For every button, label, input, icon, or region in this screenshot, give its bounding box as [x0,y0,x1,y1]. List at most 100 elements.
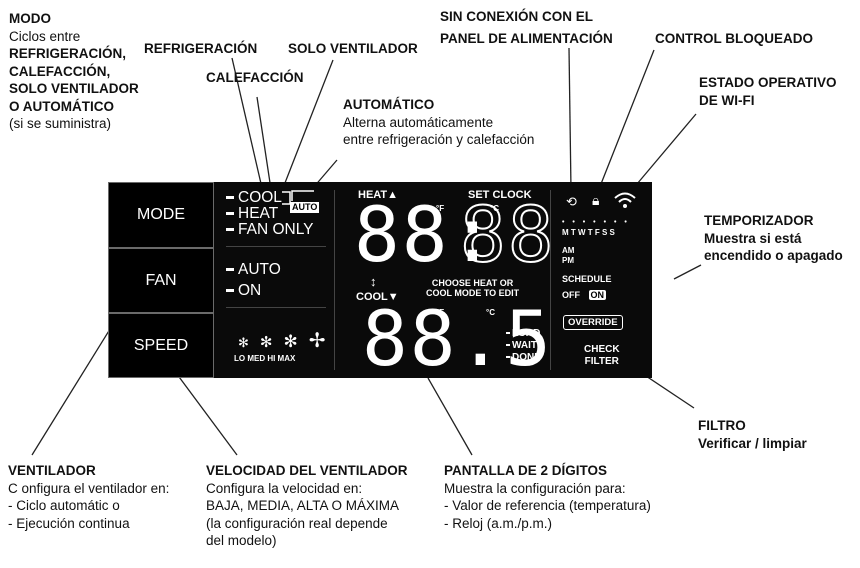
divider [334,190,335,370]
caption-sin-conexion-line: SIN CONEXIÓN CON EL [440,9,594,24]
status-wait: WAIT [506,340,541,352]
caption-modo-tail: (si se suministra) [9,116,112,131]
check-filter: CHECK FILTER [584,344,620,368]
speed-labels: LO MED HI MAX [234,354,296,363]
mode-cool-indicator: COOL [226,190,282,206]
caption-calefaccion: CALEFACCIÓN [206,69,304,87]
fan-med-icon: ✻ [259,334,276,351]
fan-auto-indicator: AUTO [226,262,281,278]
caption-filtro: FILTRO Verificar / limpiar [698,417,807,452]
schedule-label: SCHEDULE [562,274,612,284]
lower-digits: 88.5 [362,294,554,383]
day-dots: • • • • • • • [562,219,630,226]
status-done-label: DONE [512,352,541,363]
leader-solo-ventilador [282,59,334,189]
upper-unit-c: °C [490,204,499,213]
caption-filtro-title: FILTRO [698,418,746,433]
choose-hint: CHOOSE HEAT OR COOL MODE TO EDIT [426,278,519,298]
schedule-toggle: OFF ON [562,290,607,300]
mode-heat-indicator: HEAT [226,206,278,222]
caption-velocidad-line: Configura la velocidad en: [206,480,363,496]
upper-unit-f: °F [436,204,445,213]
caption-wifi-line: ESTADO OPERATIVO [699,75,837,90]
caption-ventilador-title: VENTILADOR [8,463,96,478]
heat-label: HEAT▲ [358,189,399,201]
caption-temporizador-line: Muestra si está [704,230,802,246]
fan-speed-icons: ✻ ✻ ✻ ✢ [238,328,329,353]
speed-button[interactable]: SPEED [108,313,214,378]
caption-pantalla: PANTALLA DE 2 DÍGITOS Muestra la configu… [444,462,651,532]
mode-fan-only-indicator: FAN ONLY [226,222,314,238]
wifi-icon [614,192,636,208]
am-label: AM [562,246,575,255]
status-done: DONE [506,352,541,364]
divider [550,190,551,370]
mode-cool-label: COOL [238,189,282,206]
leader-temporizador [673,264,702,280]
status-wait-label: WAIT [512,340,537,351]
choose-hint-line: CHOOSE HEAT OR [431,278,514,288]
check-filter-line: CHECK [584,344,620,355]
caption-ventilador-line: C onfigura el ventilador en: [8,480,170,496]
caption-pantalla-title: PANTALLA DE 2 DÍGITOS [444,463,608,478]
status-load: LOAD [506,328,541,340]
caption-automatico: AUTOMÁTICO Alterna automáticamente entre… [343,96,534,149]
auto-badge: AUTO [290,202,320,213]
caption-velocidad-title: VELOCIDAD DEL VENTILADOR [206,463,408,478]
caption-control-bloqueado-text: CONTROL BLOQUEADO [655,31,813,46]
mode-heat-label: HEAT [238,205,279,222]
caption-filtro-line: Verificar / limpiar [698,435,807,451]
caption-modo-line: REFRIGERACIÓN, [9,46,127,61]
caption-modo-line: Ciclos entre [9,28,81,44]
check-filter-line: FILTER [584,356,619,367]
upper-digits: 88: [354,190,498,279]
schedule-on-label: ON [588,290,607,300]
upper-outline-digits: 88 [459,190,556,279]
fan-hi-icon: ✻ [283,332,301,351]
leader-calefaccion [256,96,273,197]
caption-sin-conexion: SIN CONEXIÓN CON EL PANEL DE ALIMENTACIÓ… [440,8,613,47]
caption-automatico-line: Alterna automáticamente [343,114,494,130]
caption-ventilador-line: - Ejecución continua [8,515,130,531]
leader-control-bloqueado [598,49,655,190]
caption-pantalla-line: Muestra la configuración para: [444,480,626,496]
caption-velocidad-line: (la configuración real depende [206,515,388,531]
caption-wifi: ESTADO OPERATIVO DE WI-FI [699,74,837,109]
caption-temporizador-title: TEMPORIZADOR [704,213,814,228]
pm-label: PM [562,256,574,265]
lock-icon: 🔒︎ [592,192,600,208]
mode-fan-only-label: FAN ONLY [238,221,314,238]
leader-wifi [636,113,697,185]
status-load-label: LOAD [512,328,541,339]
caption-sin-conexion-line: PANEL DE ALIMENTACIÓN [440,30,613,46]
caption-solo-ventilador-text: SOLO VENTILADOR [288,41,418,56]
caption-pantalla-line: - Reloj (a.m./p.m.) [444,515,553,531]
leader-sin-conexion [568,47,572,191]
caption-ventilador: VENTILADOR C onfigura el ventilador en: … [8,462,169,532]
fan-on-label: ON [238,282,262,299]
lower-unit-c: °C [486,308,495,317]
fan-lo-icon: ✻ [238,335,252,350]
day-labels: M T W T F S S [562,228,615,237]
caption-modo-line: O AUTOMÁTICO [9,98,114,114]
caption-velocidad-line: del modelo) [206,533,277,548]
cool-label: COOL▼ [356,291,399,303]
caption-modo: MODO Ciclos entre REFRIGERACIÓN, CALEFAC… [9,10,139,133]
choose-hint-line: COOL MODE TO EDIT [426,288,520,298]
thermostat-panel: MODE FAN SPEED COOL HEAT FAN ONLY AUTO A… [108,182,652,378]
caption-automatico-line: entre refrigeración y calefacción [343,132,535,147]
override-button[interactable]: OVERRIDE [563,315,623,330]
fan-max-icon: ✢ [308,330,329,352]
caption-velocidad-line: BAJA, MEDIA, ALTA O MÁXIMA [206,498,400,513]
updown-arrow: ↕ [370,274,377,289]
caption-modo-line: SOLO VENTILADOR [9,81,139,96]
caption-refrigeracion-text: REFRIGERACIÓN [144,41,258,56]
mode-button[interactable]: MODE [108,182,214,248]
caption-control-bloqueado: CONTROL BLOQUEADO [655,30,813,48]
leader-pantalla [427,377,473,456]
fan-button[interactable]: FAN [108,248,214,313]
set-clock-label: SET CLOCK [468,189,532,201]
fan-on-indicator: ON [226,283,261,299]
caption-wifi-line: DE WI-FI [699,92,755,108]
caption-velocidad: VELOCIDAD DEL VENTILADOR Configura la ve… [206,462,408,550]
